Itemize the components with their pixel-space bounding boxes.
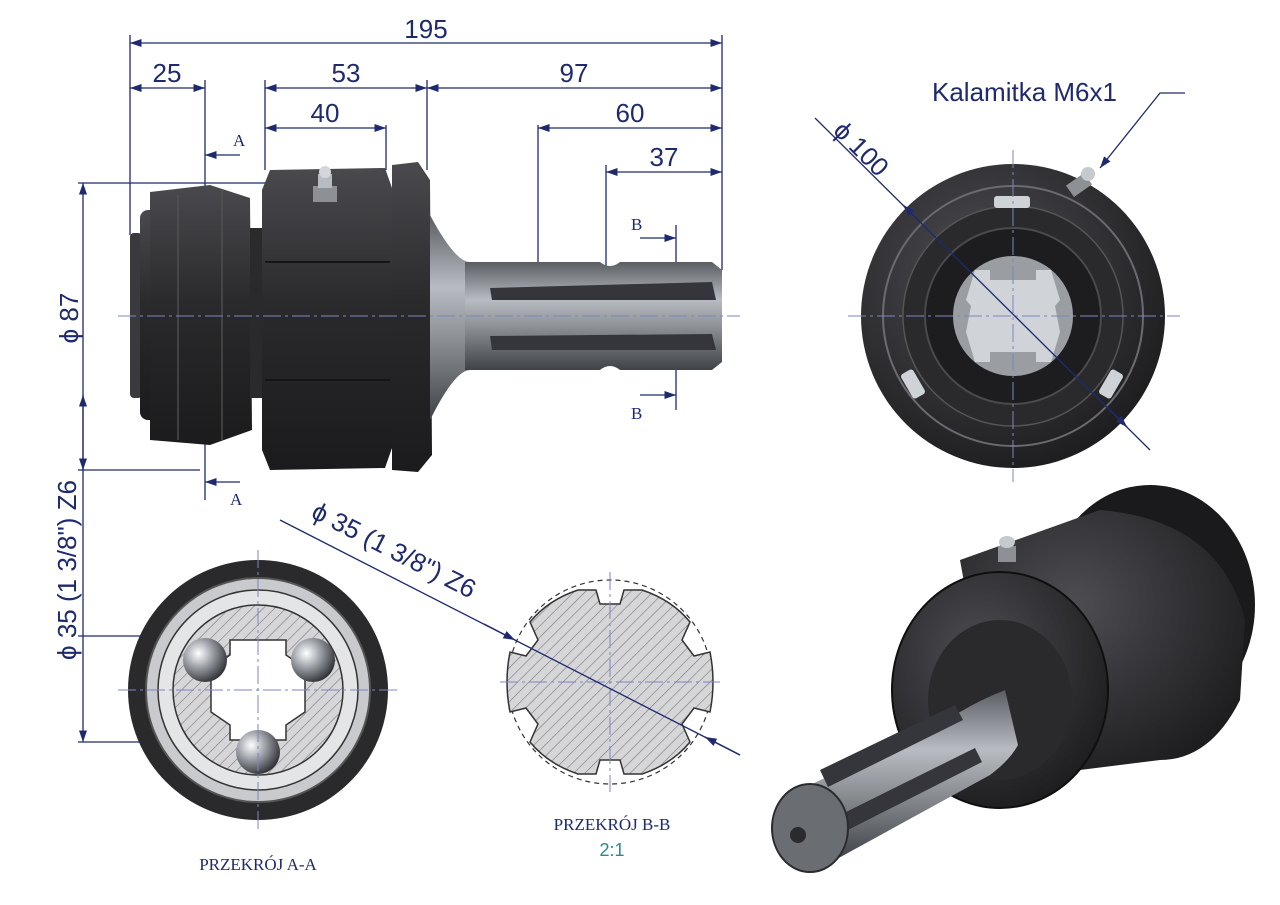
dim-53: 53 xyxy=(332,58,361,88)
grease-nipple-side xyxy=(313,166,337,202)
dim-40: 40 xyxy=(311,98,340,128)
dim-25: 25 xyxy=(153,58,182,88)
section-mark-a-bottom: A xyxy=(230,490,243,509)
front-view: ϕ 100 Kalamitka M6x1 xyxy=(814,77,1185,482)
dim-overall-length: 195 xyxy=(404,14,447,44)
front-spline-bore xyxy=(966,270,1060,362)
lock-ball xyxy=(183,638,227,682)
section-a-a: ϕ 35 (1 3/8") Z6 PRZEKRÓJ A-A xyxy=(52,395,398,874)
label-section-bb: PRZEKRÓJ B-B xyxy=(554,815,671,834)
section-mark-b-top: B xyxy=(631,215,642,234)
lock-sleeve xyxy=(150,185,252,445)
dim-37: 37 xyxy=(650,142,679,172)
label-scale-bb: 2:1 xyxy=(599,840,624,860)
section-mark-b-bottom: B xyxy=(631,404,642,423)
flange xyxy=(392,162,432,472)
section-mark-a-top: A xyxy=(233,131,246,150)
dim-dia-87: ϕ 87 xyxy=(54,293,84,344)
label-section-aa: PRZEKRÓJ A-A xyxy=(199,855,317,874)
dim-dia-100: ϕ 100 xyxy=(828,115,895,182)
dim-97: 97 xyxy=(560,58,589,88)
grease-nipple-iso xyxy=(998,536,1016,562)
dim-spline-vertical: ϕ 35 (1 3/8") Z6 xyxy=(52,480,82,660)
side-view: 195 25 53 97 40 60 37 ϕ 87 A A B B xyxy=(54,14,740,509)
lock-ball xyxy=(236,730,280,774)
label-grease-nipple: Kalamitka M6x1 xyxy=(932,77,1117,107)
shaft-neck xyxy=(430,215,470,420)
grease-nipple-front xyxy=(1065,167,1095,198)
isometric-view xyxy=(771,485,1255,873)
iso-shaft-end xyxy=(771,783,849,873)
clutch-body xyxy=(262,168,392,470)
lock-ball xyxy=(291,638,335,682)
dim-60: 60 xyxy=(616,98,645,128)
